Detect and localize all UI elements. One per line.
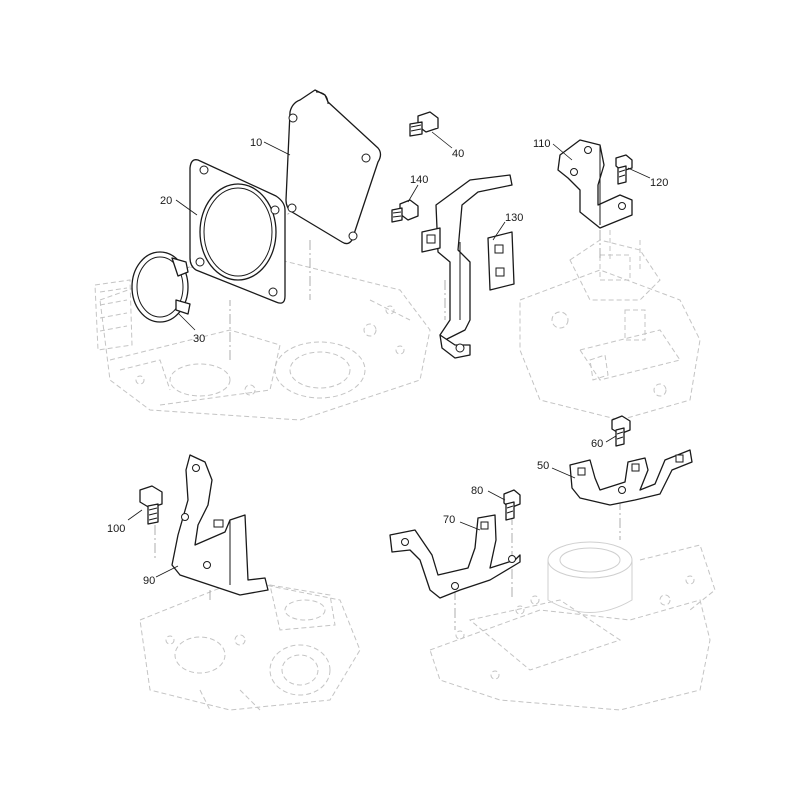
leader-130 [492,221,506,241]
callout-30: 30 [193,333,205,345]
leader-40 [431,131,453,149]
leader-80 [487,490,506,501]
leader-50 [551,467,576,479]
callout-20: 20 [160,195,172,207]
part-110-bracket [557,139,633,229]
leader-10 [263,141,291,156]
part-130-bracket [421,174,515,359]
leader-20 [175,199,198,216]
part-60-bolt [611,415,631,447]
part-100-bolt [139,485,163,525]
leader-110 [552,143,573,161]
part-40-bolt [409,111,439,137]
callout-40: 40 [452,148,464,160]
part-70-bracket [389,514,521,599]
part-20-gasket [189,159,286,304]
part-140-bolt [391,199,419,223]
leader-30 [177,312,196,331]
part-80-bolt [503,489,521,521]
callout-70: 70 [443,514,455,526]
callout-130: 130 [505,212,523,224]
callout-60: 60 [591,438,603,450]
part-120-bolt [615,154,633,185]
leader-lines [127,131,651,578]
part-10-cover-plate [285,89,382,245]
part-30-retaining-ring [131,251,191,323]
leader-70 [459,521,481,531]
part-90-bracket [171,454,269,596]
leader-90 [155,565,179,578]
leader-100 [127,509,143,521]
callout-140: 140 [410,174,428,186]
callout-110: 110 [533,138,551,150]
engine-block-ghost-lower-left [139,579,361,711]
leader-120 [627,167,651,179]
callout-80: 80 [471,485,483,497]
engine-block-ghost-lower-right [429,541,716,711]
callout-100: 100 [107,523,125,535]
callout-10: 10 [250,137,262,149]
leader-140 [407,184,419,203]
callout-90: 90 [143,575,155,587]
callout-120: 120 [650,177,668,189]
part-50-bracket [569,449,693,506]
callout-50: 50 [537,460,549,472]
engine-block-ghost-upper-right [519,230,701,421]
callout-labels: 10 20 30 40 140 130 110 120 60 50 80 70 … [107,137,668,587]
leader-60 [605,435,617,443]
